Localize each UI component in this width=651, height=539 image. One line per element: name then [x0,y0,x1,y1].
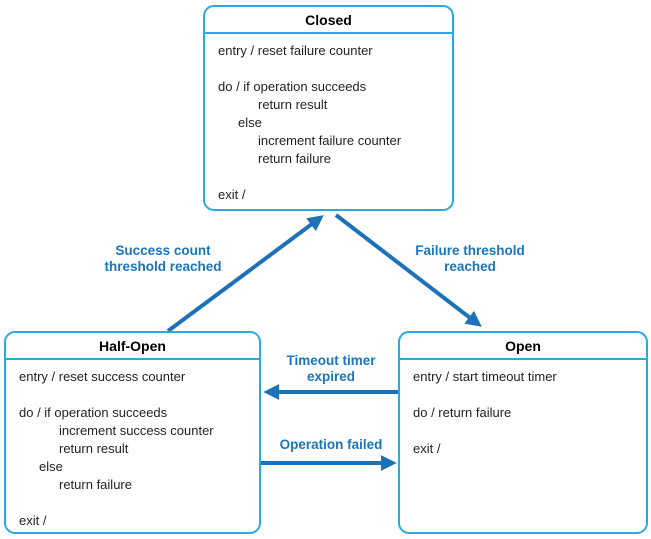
state-action-line: else [39,459,63,474]
state-action-line: entry / reset success counter [19,369,186,384]
state-action-line: return failure [258,151,331,166]
state-body-half-open: entry / reset success counter do / if op… [6,360,259,536]
state-action-line: increment failure counter [258,133,402,148]
arrow-half-open-to-closed [166,215,324,333]
state-action-line: increment success counter [59,423,214,438]
state-action-line [19,494,253,512]
state-action-line: entry / start timeout timer [413,369,557,384]
state-box-half-open: Half-Open entry / reset success counter … [4,331,261,534]
transition-label-success-count-threshold: Success count threshold reached [104,243,222,274]
state-action-line [218,60,446,78]
transition-label-operation-failed: Operation failed [279,437,383,452]
state-action-line: exit / [19,513,47,528]
state-body-closed: entry / reset failure counter do / if op… [205,34,452,210]
state-action-line: do / if operation succeeds [19,405,168,420]
state-action-line: return result [258,97,328,112]
arrow-closed-to-open [334,213,482,327]
state-action-line: exit / [413,441,441,456]
state-action-line [413,422,640,440]
state-action-line [413,386,640,404]
state-action-line: return result [59,441,129,456]
state-action-line [19,386,253,404]
state-action-line: entry / reset failure counter [218,43,373,58]
state-action-line [218,168,446,186]
state-action-line: do / if operation succeeds [218,79,367,94]
state-box-open: Open entry / start timeout timer do / re… [398,331,648,534]
state-body-open: entry / start timeout timer do / return … [400,360,646,464]
state-action-line: exit / [218,187,246,202]
state-box-closed: Closed entry / reset failure counter do … [203,5,454,211]
state-title-closed: Closed [205,7,452,34]
state-action-line: do / return failure [413,405,512,420]
state-action-line: return failure [59,477,132,492]
state-title-half-open: Half-Open [6,333,259,360]
transition-label-failure-threshold: Failure threshold reached [415,243,525,274]
state-title-open: Open [400,333,646,360]
state-action-line: else [238,115,262,130]
transition-label-timeout-timer-expired: Timeout timer expired [286,353,376,384]
